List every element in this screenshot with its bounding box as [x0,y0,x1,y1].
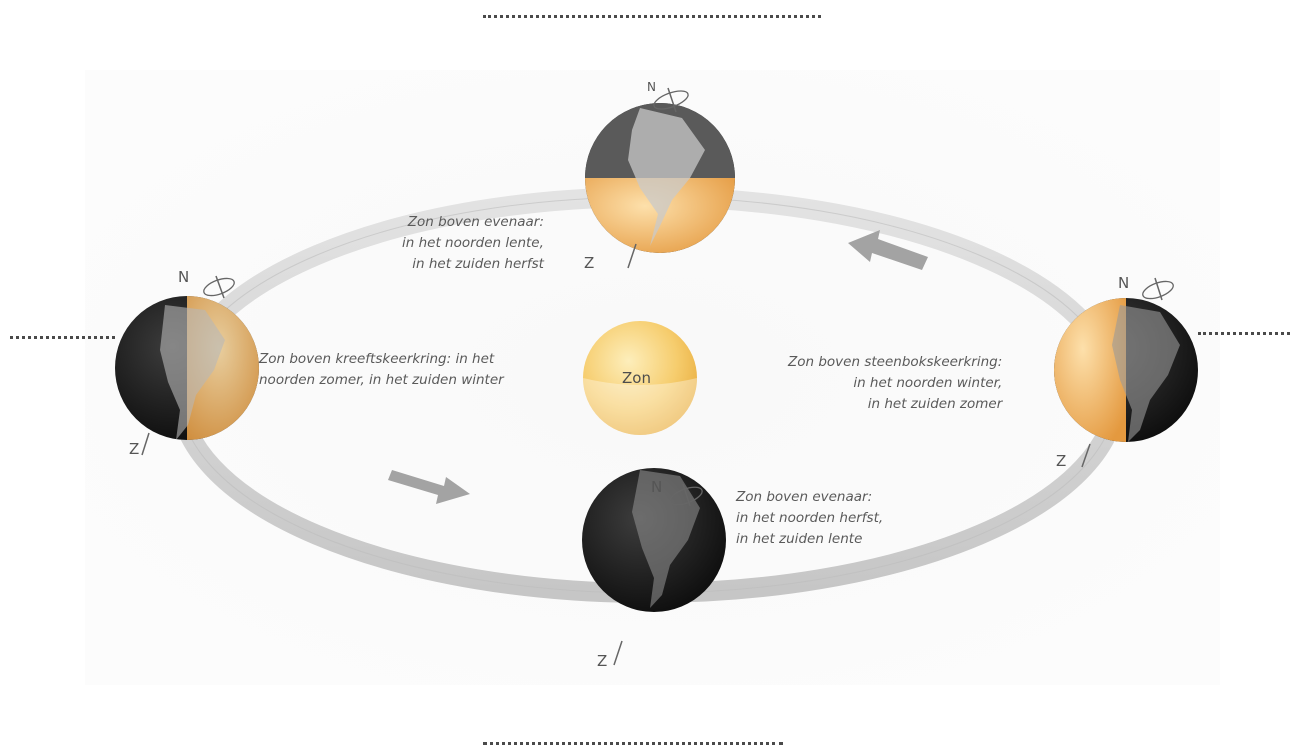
label-bottom-line: in het noorden herfst, [736,508,883,529]
north-pole-label-right: N [1118,274,1129,292]
south-pole-label-bottom: Z [597,652,607,670]
label-right-line: in het noorden winter, [788,373,1002,394]
label-top-line: Zon boven evenaar: [402,212,544,233]
label-left-line: Zon boven kreeftskeerkring: in het [259,349,504,370]
sun-label: Zon [622,369,651,387]
label-bottom: Zon boven evenaar: in het noorden herfst… [736,487,883,550]
answer-blank-right[interactable] [1198,332,1290,335]
label-right: Zon boven steenbokskeerkring: in het noo… [788,352,1002,415]
label-bottom-line: in het zuiden lente [736,529,883,550]
answer-blank-top[interactable] [483,15,821,18]
label-bottom-line: Zon boven evenaar: [736,487,883,508]
label-top-line: in het noorden lente, [402,233,544,254]
south-pole-label-left: Z [129,440,139,458]
answer-blank-bottom[interactable] [483,742,783,745]
label-right-line: in het zuiden zomer [788,394,1002,415]
label-right-line: Zon boven steenbokskeerkring: [788,352,1002,373]
label-top: Zon boven evenaar: in het noorden lente,… [402,212,544,275]
label-left: Zon boven kreeftskeerkring: in het noord… [259,349,504,391]
north-pole-label-left: N [178,268,189,286]
north-pole-label-top: N [647,80,656,94]
label-left-line: noorden zomer, in het zuiden winter [259,370,504,391]
label-top-line: in het zuiden herfst [402,254,544,275]
north-pole-label-bottom: N [651,478,662,496]
answer-blank-left[interactable] [10,336,115,339]
south-pole-label-right: Z [1056,452,1066,470]
south-pole-label-top: Z [584,254,594,272]
